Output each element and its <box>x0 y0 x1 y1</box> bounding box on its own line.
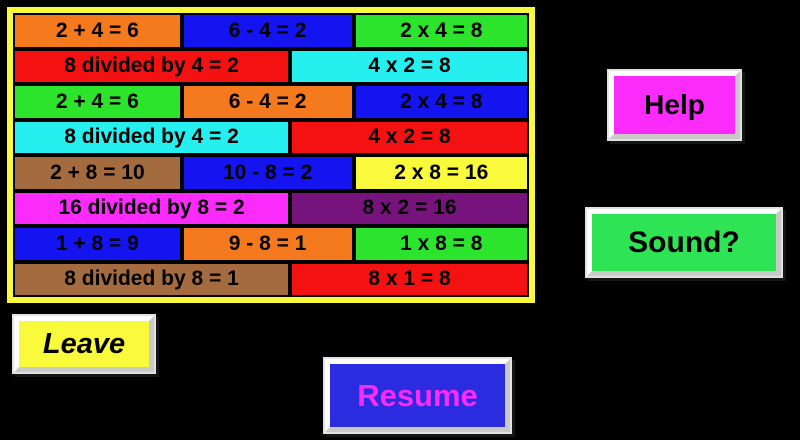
equation-cell[interactable]: 6 - 4 = 2 <box>181 13 354 49</box>
equation-cell[interactable]: 2 + 8 = 10 <box>13 155 182 191</box>
equation-cell[interactable]: 8 x 1 = 8 <box>290 261 529 297</box>
equation-cell[interactable]: 4 x 2 = 8 <box>290 119 529 155</box>
equation-cell[interactable]: 8 divided by 4 = 2 <box>13 48 291 84</box>
equation-cell[interactable]: 2 x 4 = 8 <box>353 13 529 49</box>
equation-cell[interactable]: 2 x 8 = 16 <box>353 155 529 191</box>
resume-button[interactable]: Resume <box>325 359 510 432</box>
equation-cell[interactable]: 8 divided by 8 = 1 <box>13 261 291 297</box>
equation-cell[interactable]: 2 x 4 = 8 <box>353 84 529 120</box>
equation-cell[interactable]: 2 + 4 = 6 <box>13 13 182 49</box>
help-button[interactable]: Help <box>609 71 740 139</box>
equation-cell[interactable]: 4 x 2 = 8 <box>290 48 529 84</box>
equation-cell[interactable]: 2 + 4 = 6 <box>13 84 182 120</box>
equation-cell[interactable]: 6 - 4 = 2 <box>181 84 354 120</box>
equation-cell[interactable]: 1 + 8 = 9 <box>13 226 182 262</box>
equation-cell[interactable]: 8 x 2 = 16 <box>290 190 529 226</box>
equation-cell[interactable]: 16 divided by 8 = 2 <box>13 190 291 226</box>
equation-cell[interactable]: 1 x 8 = 8 <box>353 226 529 262</box>
sound-toggle-button[interactable]: Sound? <box>587 209 781 276</box>
equation-cell[interactable]: 8 divided by 4 = 2 <box>13 119 291 155</box>
equation-cell[interactable]: 9 - 8 = 1 <box>181 226 354 262</box>
equation-cell[interactable]: 10 - 8 = 2 <box>181 155 354 191</box>
leave-button[interactable]: Leave <box>14 316 154 372</box>
